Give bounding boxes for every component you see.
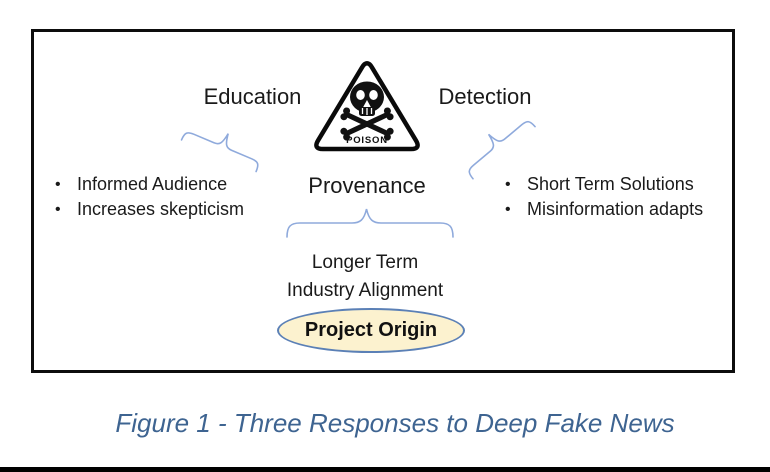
list-item-label: Increases skepticism: [77, 199, 245, 219]
list-item-label: Misinformation adapts: [527, 199, 704, 219]
list-item: • Misinformation adapts: [505, 197, 703, 222]
list-item: • Short Term Solutions: [505, 172, 703, 197]
project-origin-node: Project Origin: [277, 308, 465, 353]
list-item-label: Short Term Solutions: [527, 174, 694, 194]
education-point-list: • Informed Audience • Increases skeptici…: [55, 172, 244, 222]
detection-label: Detection: [438, 84, 532, 109]
outcome-line: Longer Term: [311, 252, 419, 273]
bottom-divider: [0, 467, 770, 472]
list-item-label: Informed Audience: [77, 174, 228, 194]
bullet-icon: •: [55, 176, 61, 193]
outcome-line: Industry Alignment: [286, 280, 444, 301]
provenance-label: Provenance: [308, 173, 426, 198]
list-item: • Informed Audience: [55, 172, 244, 197]
detection-point-list: • Short Term Solutions • Misinformation …: [505, 172, 703, 222]
bullet-icon: •: [505, 201, 511, 218]
provenance-outcome-text: Longer Term Industry Alignment: [265, 249, 465, 305]
figure-caption: Figure 1 - Three Responses to Deep Fake …: [115, 408, 675, 438]
list-item: • Increases skepticism: [55, 197, 244, 222]
education-label: Education: [203, 84, 302, 109]
bullet-icon: •: [505, 176, 511, 193]
project-origin-label: Project Origin: [304, 319, 438, 341]
bullet-icon: •: [55, 201, 61, 218]
